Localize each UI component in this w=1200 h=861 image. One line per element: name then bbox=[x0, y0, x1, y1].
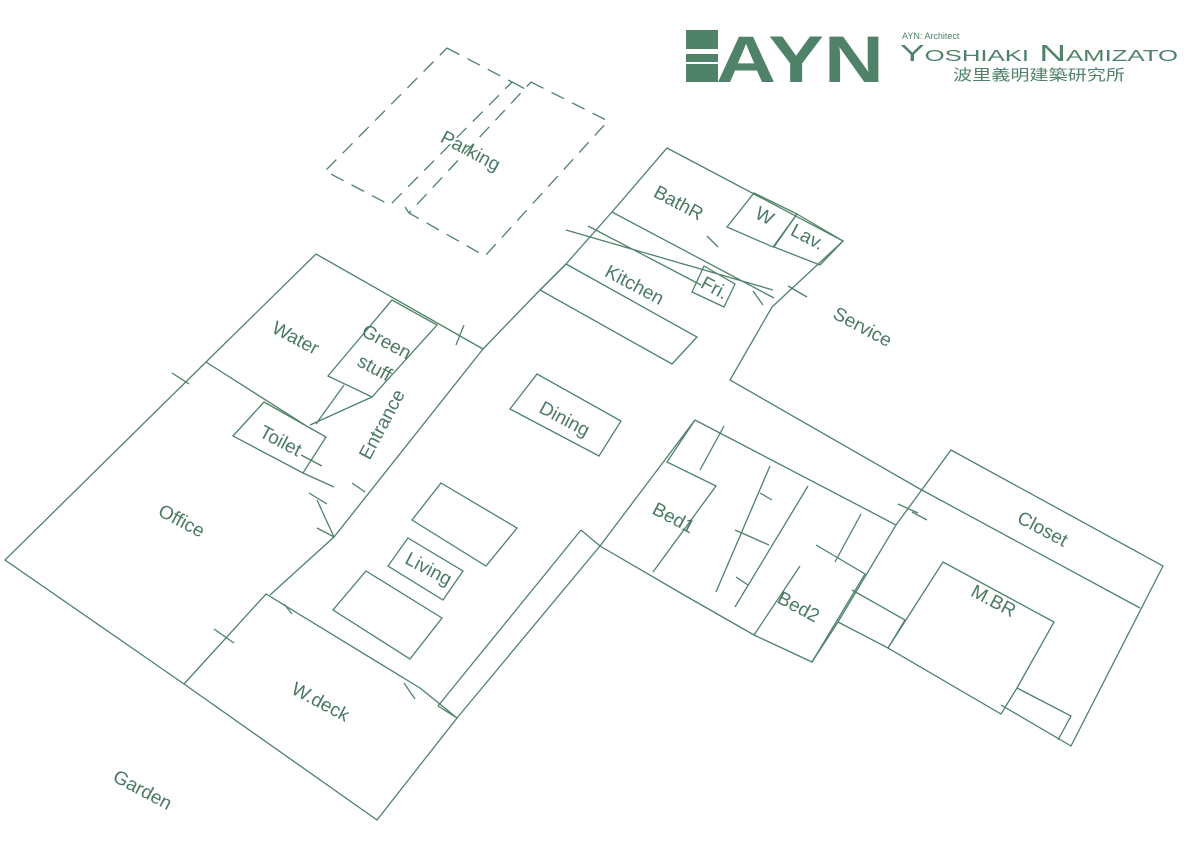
label-lavatory: Lav. bbox=[787, 220, 827, 255]
label-office: Office bbox=[155, 501, 208, 543]
label-wood-deck: W.deck bbox=[288, 679, 353, 727]
label-service: Service bbox=[829, 303, 895, 351]
label-wc: W bbox=[751, 203, 777, 230]
brand-caption: AYN: Architect bbox=[902, 31, 960, 41]
door-marks bbox=[171, 235, 928, 700]
label-fridge: Fri. bbox=[697, 273, 731, 304]
room-labels: Parking BathR W Lav. Kitchen Fri. Servic… bbox=[109, 127, 1071, 815]
label-toilet: Toilet bbox=[256, 422, 306, 462]
walls bbox=[3, 147, 1164, 821]
label-closet: Closet bbox=[1014, 508, 1072, 552]
logo-mark: AYN bbox=[686, 22, 884, 96]
label-water: Water bbox=[268, 318, 323, 360]
label-garden: Garden bbox=[109, 766, 175, 814]
label-green-stuff-2: stuff bbox=[354, 351, 396, 387]
label-dining: Dining bbox=[536, 398, 593, 442]
brand-name: Yoshiaki Namizato bbox=[900, 40, 1178, 66]
label-living: Living bbox=[401, 549, 455, 591]
brand-japanese-name: 波里義明建築研究所 bbox=[953, 66, 1125, 84]
label-parking: Parking bbox=[437, 127, 504, 176]
label-bath: BathR bbox=[650, 182, 706, 225]
label-bed1: Bed1 bbox=[649, 499, 698, 538]
label-bed2: Bed2 bbox=[774, 588, 823, 627]
brand-logo: AYN AYN: Architect Yoshiaki Namizato 波里義… bbox=[686, 22, 1178, 96]
logo-letters: AYN bbox=[716, 22, 884, 96]
parking-area bbox=[323, 47, 610, 257]
label-master-bedroom: M.BR bbox=[967, 581, 1019, 622]
